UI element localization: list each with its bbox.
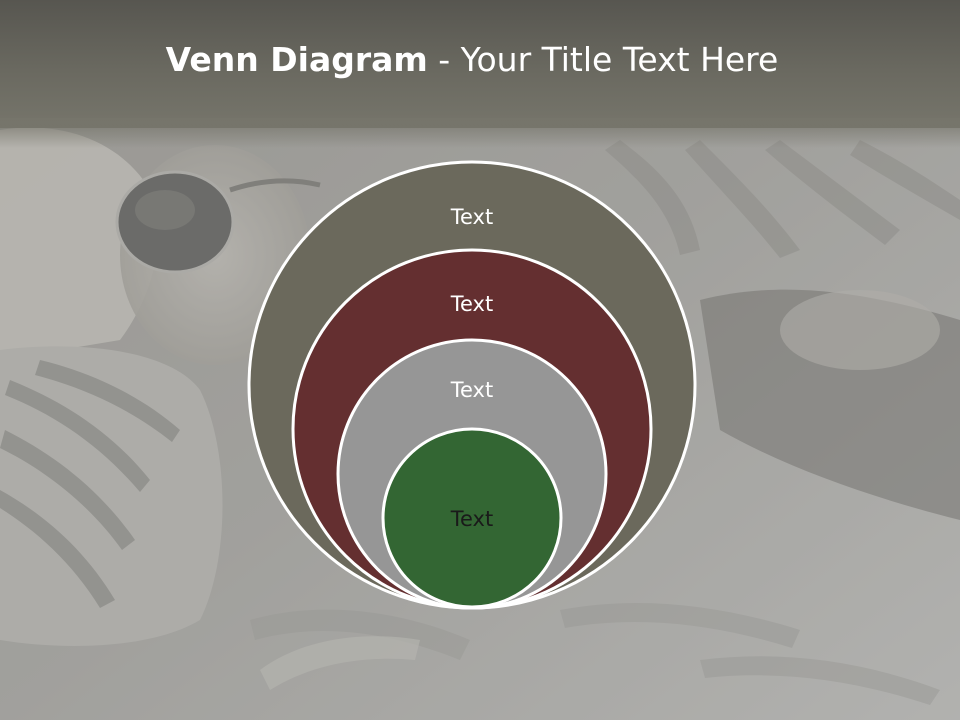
slide-title-rest: - Your Title Text Here <box>427 40 779 79</box>
venn-circle-4[interactable] <box>381 427 563 609</box>
venn-label-2: Text <box>450 292 493 316</box>
title-bar <box>0 0 960 128</box>
venn-label-4: Text <box>450 507 493 531</box>
venn-label-1: Text <box>450 205 493 229</box>
title-bar-fade <box>0 118 960 148</box>
slide-title: Venn Diagram - Your Title Text Here <box>0 40 944 79</box>
venn-label-3: Text <box>450 378 493 402</box>
slide-title-bold: Venn Diagram <box>165 40 428 79</box>
